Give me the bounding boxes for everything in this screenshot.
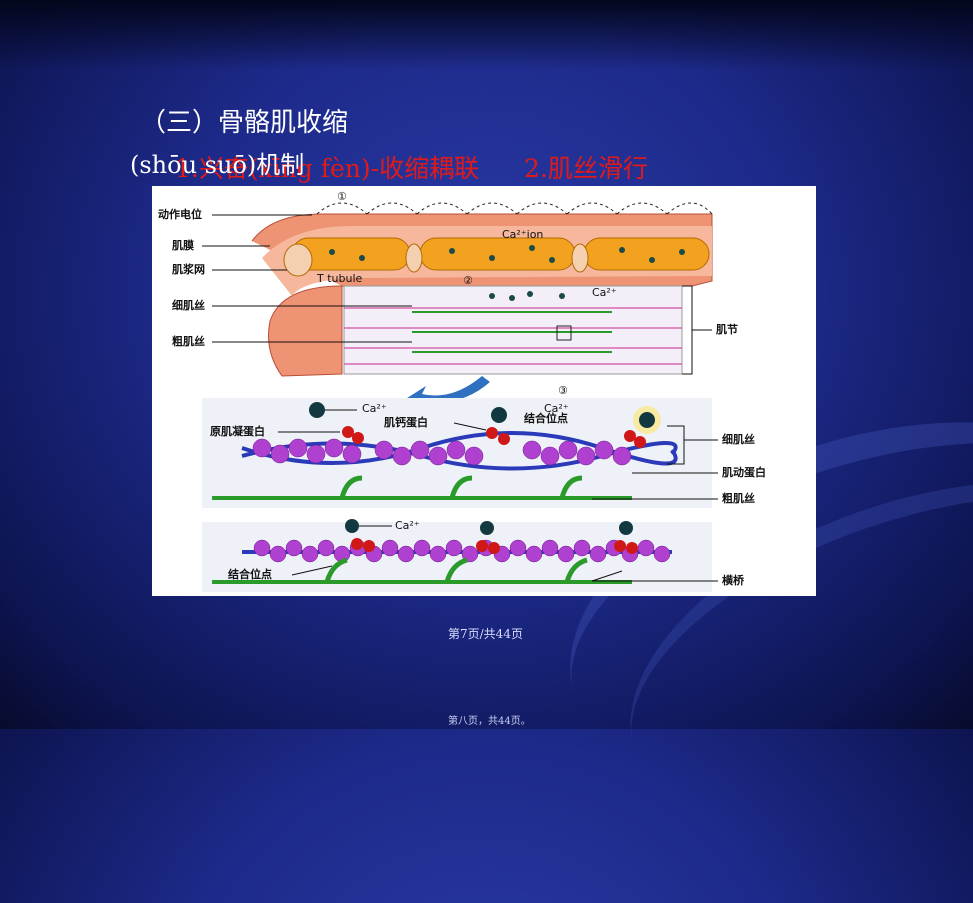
- subtitle-point-1: 1.兴奋(xīng fèn)-收缩耦联: [175, 154, 480, 183]
- ca-label: Ca²⁺: [395, 519, 420, 532]
- t-tubule-label: T tubule: [316, 272, 363, 285]
- label-troponin: 肌钙蛋白: [383, 415, 428, 429]
- slide-title: （三）骨骼肌收缩: [140, 108, 349, 138]
- panel-4-binding: Ca²⁺ 结合位点: [202, 519, 712, 592]
- label-actin: 肌动蛋白: [721, 465, 766, 479]
- ca-ion-label: Ca²⁺ion: [502, 228, 543, 241]
- sarcoplasmic-reticulum: [283, 237, 710, 277]
- step-3-label: ③: [558, 384, 568, 397]
- label-sarcomere: 肌节: [715, 322, 738, 336]
- label-action-potential: 动作电位: [158, 207, 202, 221]
- label-thin-filament-2: 细肌丝: [722, 432, 755, 446]
- step-1-label: ①: [337, 190, 347, 203]
- label-thin-filament: 细肌丝: [172, 298, 205, 312]
- label-tropomyosin: 原肌凝蛋白: [210, 424, 265, 438]
- slide-footer: 第八页，共44页。: [448, 716, 531, 727]
- ca-label: Ca²⁺: [362, 402, 387, 415]
- ca-label: Ca²⁺: [592, 286, 617, 299]
- label-thick-filament-2: 粗肌丝: [722, 491, 755, 505]
- muscle-contraction-figure: ① ② ③ ④ Ca²⁺ion T tubule Ca²⁺ 动作电位 肌膜 肌浆…: [152, 186, 816, 596]
- subtitle-point-2: 2.肌丝滑行: [524, 154, 648, 183]
- ca-label: Ca²⁺: [544, 402, 569, 415]
- label-sr: 肌浆网: [171, 262, 205, 276]
- subtitle-mechanism: (shōu suō)机制: [130, 151, 305, 179]
- label-membrane: 肌膜: [171, 238, 194, 252]
- label-binding-site-2: 结合位点: [227, 567, 272, 581]
- page-indicator: 第7页/共44页: [448, 627, 523, 641]
- label-thick-filament: 粗肌丝: [172, 334, 205, 348]
- label-cross-bridge: 横桥: [722, 573, 745, 587]
- step-2-label: ②: [463, 274, 473, 287]
- muscle-fiber-section: [251, 202, 713, 408]
- label-binding-site: 结合位点: [523, 411, 568, 425]
- top-dark-band: [0, 0, 973, 70]
- subtitle-line: 1.兴奋(xīng fèn)-收缩耦联 (shōu suō)机制 2.肌丝滑行: [130, 145, 690, 185]
- panel-3-resting-filament: Ca²⁺ Ca²⁺ 原肌凝蛋白 肌钙蛋白 结合位点: [202, 398, 712, 508]
